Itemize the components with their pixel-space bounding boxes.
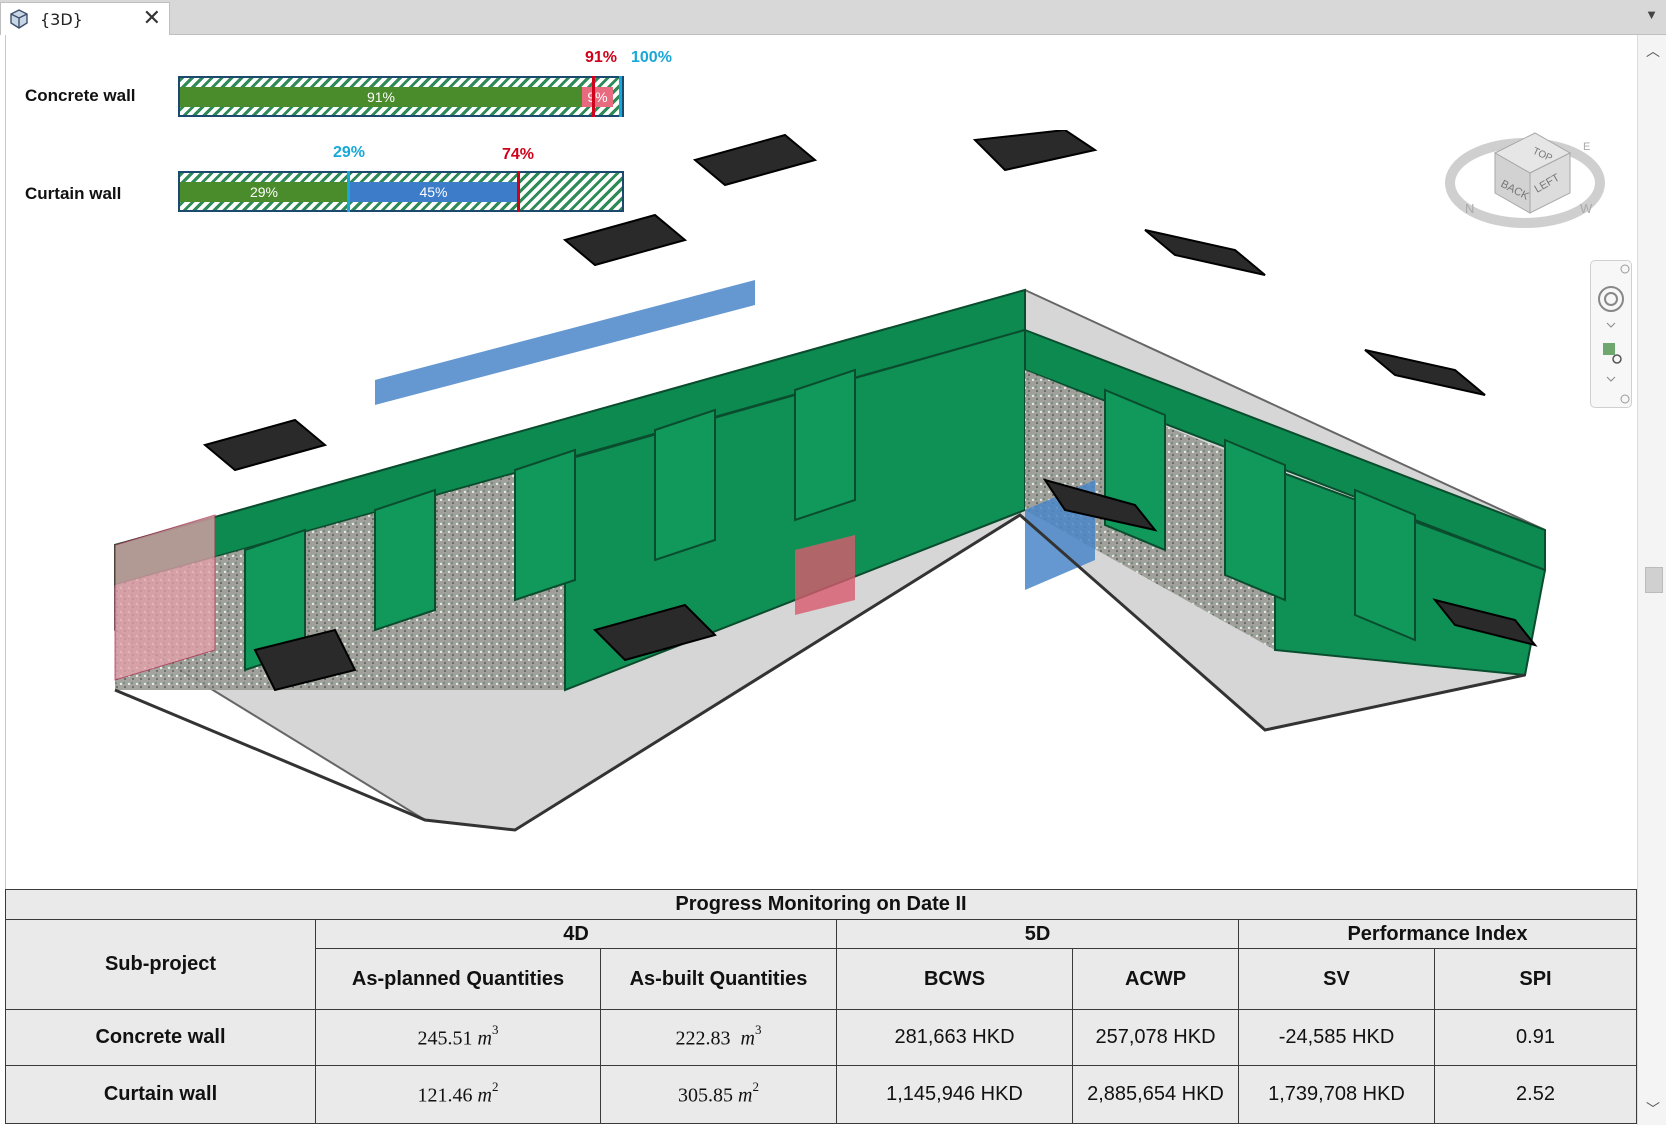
planned-progress-marker [347,171,350,212]
column-header-as-built: As-built Quantities [600,948,837,1010]
acwp-cell: 2,885,654 HKD [1072,1065,1239,1124]
zoom-icon[interactable] [1603,343,1615,355]
compass-north: N [1465,201,1474,216]
scroll-down-icon[interactable]: ﹀ [1646,1101,1660,1117]
column-header-spi: SPI [1434,948,1637,1010]
document-tab-bar: {3D} ✕ ▼ [0,0,1666,35]
segment-remaining: 9% [582,87,613,107]
column-header-sv: SV [1238,948,1435,1010]
view-cube-icon[interactable]: TOP BACK LEFT N W E [1440,98,1610,248]
chevron-down-icon[interactable] [1606,322,1616,328]
as-built-cell: 222.83 m3 [600,1009,837,1066]
3d-view-icon [10,9,28,29]
steering-wheel-icon[interactable] [1598,286,1624,312]
group-header-5d: 5D [836,919,1239,949]
segment-planned-completed: 29% [180,182,348,202]
progress-label-concrete-wall: Concrete wall [25,86,136,105]
planned-progress-marker [619,76,622,117]
as-built-cell: 305.85 m2 [600,1065,837,1124]
vertical-scrollbar[interactable]: ︿ ﹀ [1637,35,1666,1125]
column-header-acwp: ACWP [1072,948,1239,1010]
close-icon[interactable] [1620,264,1630,274]
table-title: Progress Monitoring on Date II [5,889,1637,920]
navigation-bar [1590,260,1632,408]
actual-progress-marker [517,171,520,212]
progress-label-curtain-wall: Curtain wall [25,184,122,203]
marker-label-actual: 91% [585,49,618,66]
close-icon[interactable]: ✕ [142,5,161,30]
compass-east: E [1583,141,1590,153]
spi-cell: 0.91 [1434,1009,1637,1066]
progress-bar-concrete-wall: 91% 9% [178,76,624,117]
compass-west: W [1580,201,1593,216]
column-header-as-planned: As-planned Quantities [315,948,601,1010]
chevron-down-icon[interactable] [1606,376,1616,382]
sv-cell: -24,585 HKD [1238,1009,1435,1066]
scroll-thumb[interactable] [1645,567,1663,593]
acwp-cell: 257,078 HKD [1072,1009,1239,1066]
row-name: Concrete wall [5,1009,316,1066]
bcws-cell: 1,145,946 HKD [836,1065,1073,1124]
actual-progress-marker [592,76,595,117]
progress-bar-curtain-wall: 29% 45% [178,171,624,212]
marker-label-actual: 74% [502,146,535,163]
spi-cell: 2.52 [1434,1065,1637,1124]
segment-ahead-of-schedule: 45% [348,182,519,202]
tab-3d-view[interactable]: {3D} ✕ [0,2,170,35]
marker-label-planned: 100% [631,49,672,66]
subproject-header: Sub-project [5,919,316,1010]
options-icon[interactable] [1620,394,1630,404]
tab-title: {3D} [40,9,83,29]
column-header-bcws: BCWS [836,948,1073,1010]
as-planned-cell: 245.51 m3 [315,1009,601,1066]
bim-3d-model[interactable] [95,130,1640,870]
group-header-4d: 4D [315,919,837,949]
as-planned-cell: 121.46 m2 [315,1065,601,1124]
bcws-cell: 281,663 HKD [836,1009,1073,1066]
row-name: Curtain wall [5,1065,316,1124]
segment-completed: 91% [180,87,582,107]
group-header-performance-index: Performance Index [1238,919,1637,949]
progress-monitoring-table: Progress Monitoring on Date II Sub-proje… [5,889,1637,1124]
scroll-up-icon[interactable]: ︿ [1646,43,1660,59]
table-row: Curtain wall 121.46 m2 305.85 m2 1,145,9… [5,1065,1637,1124]
sv-cell: 1,739,708 HKD [1238,1065,1435,1124]
table-row: Concrete wall 245.51 m3 222.83 m3 281,66… [5,1009,1637,1066]
marker-label-planned: 29% [333,144,366,161]
tab-list-dropdown-icon[interactable]: ▼ [1645,7,1658,22]
